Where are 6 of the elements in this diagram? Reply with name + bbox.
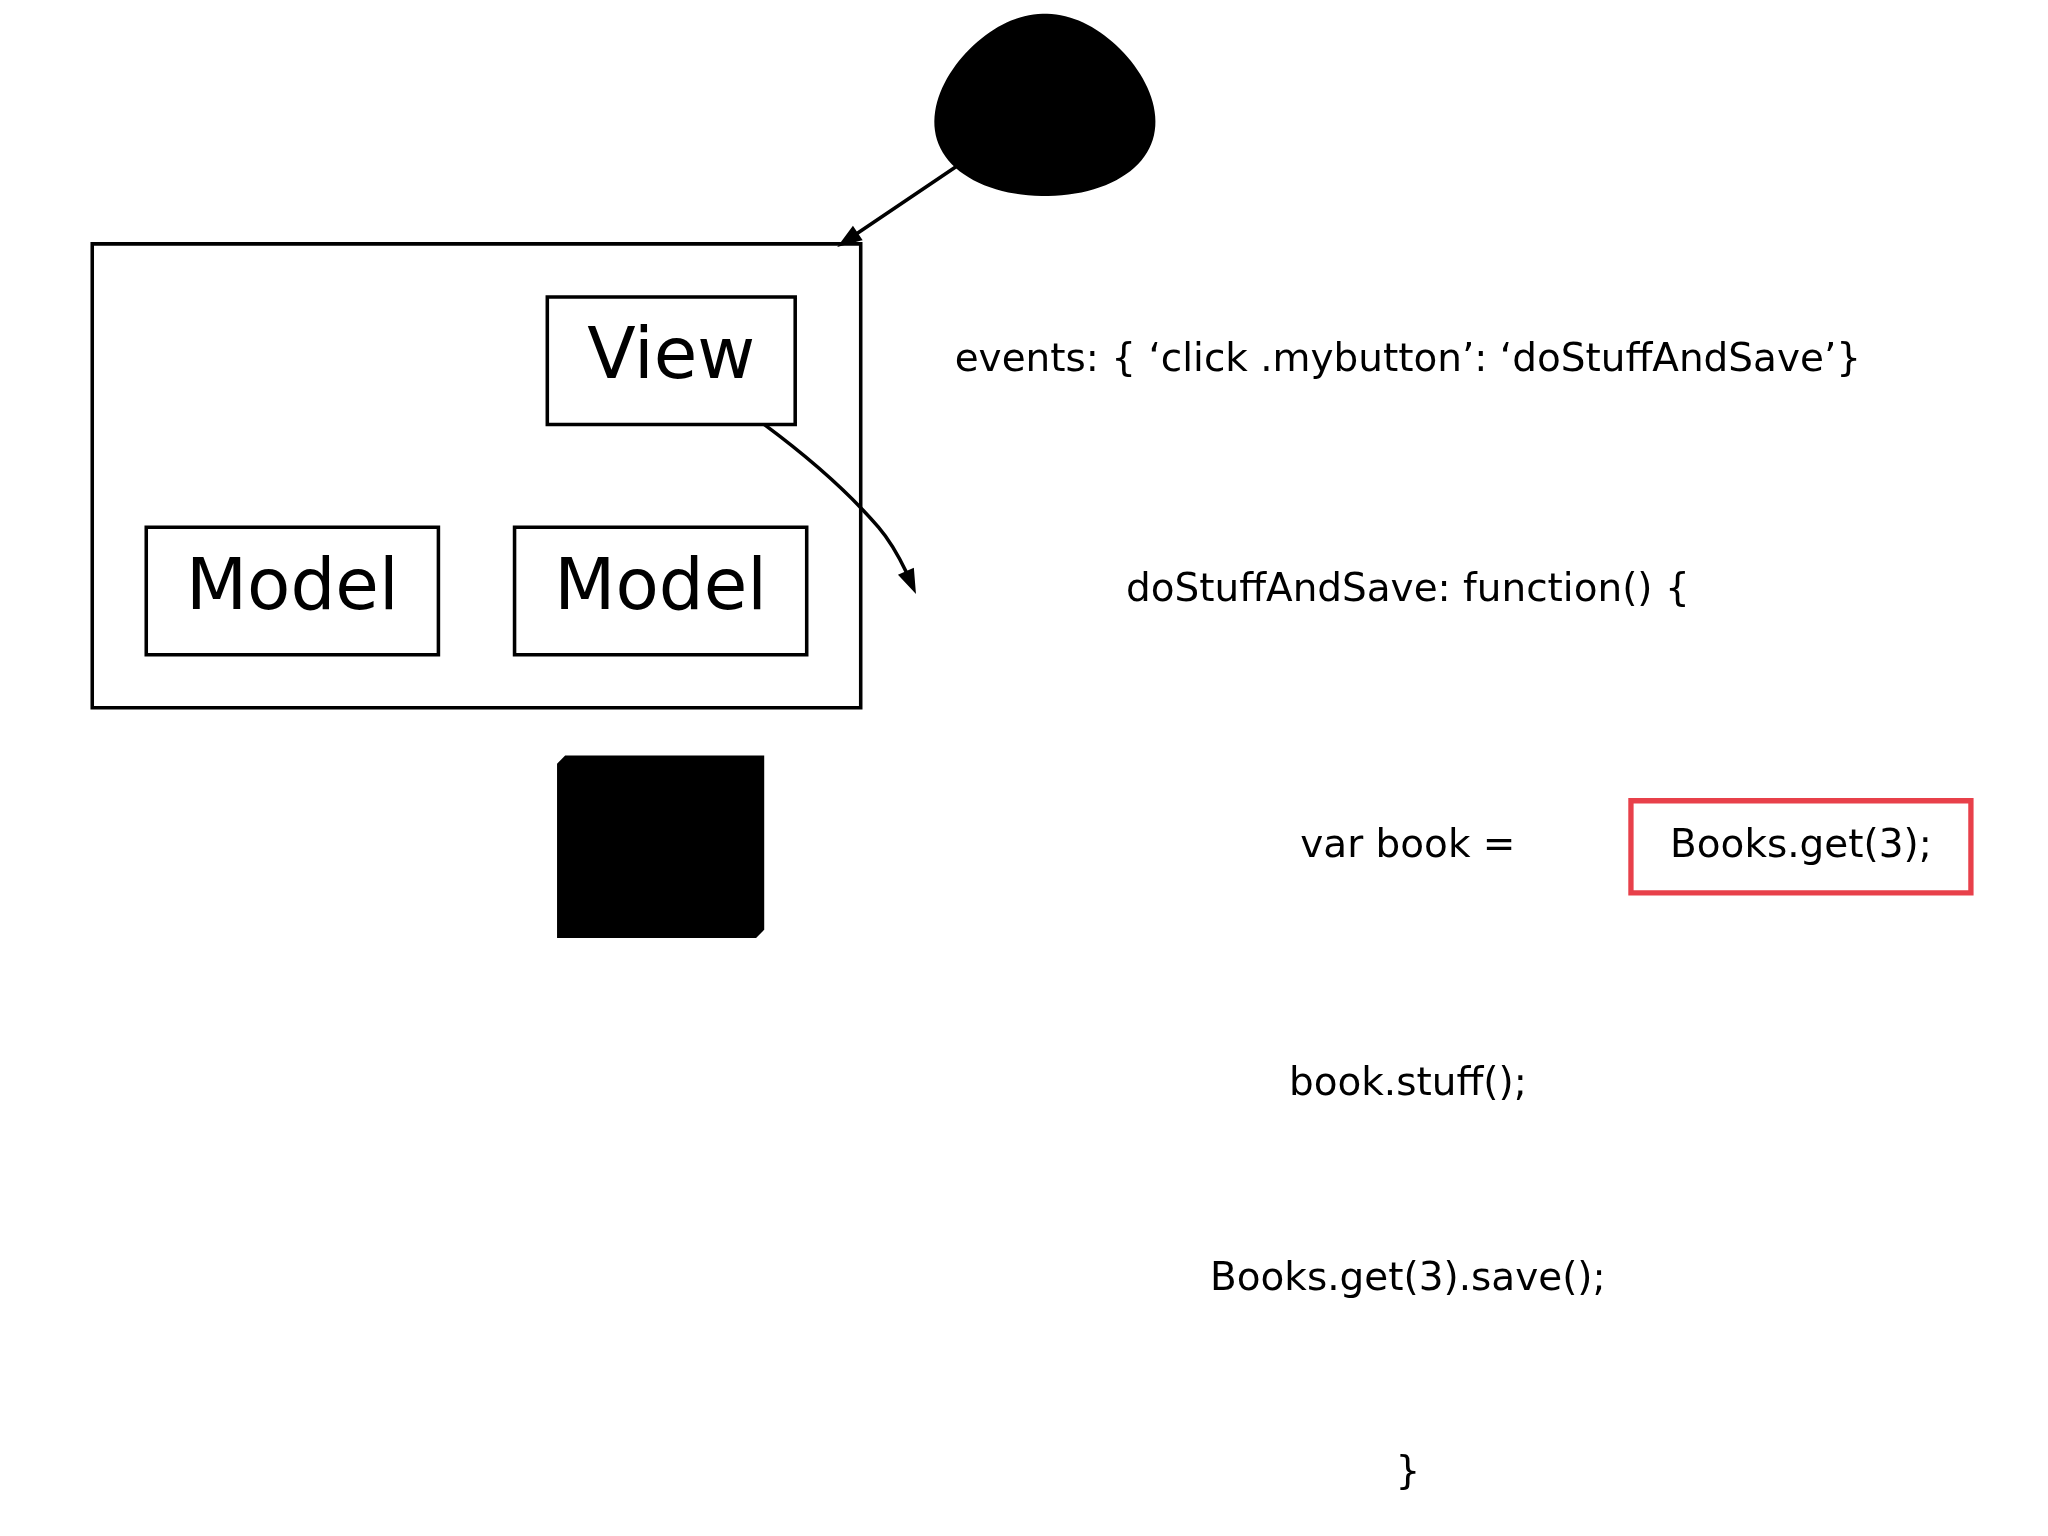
label: book.stuff(); <box>1288 1058 1527 1104</box>
label: events: { ‘click .mybutton’: ‘doStuffAndSave’} <box>954 334 1861 380</box>
label: doStuffAndSave: function() { <box>1125 564 1690 610</box>
label: var book = <box>1299 820 1515 866</box>
label: } <box>1394 1448 1420 1494</box>
label: Books.get(3).save(); <box>1209 1253 1606 1299</box>
